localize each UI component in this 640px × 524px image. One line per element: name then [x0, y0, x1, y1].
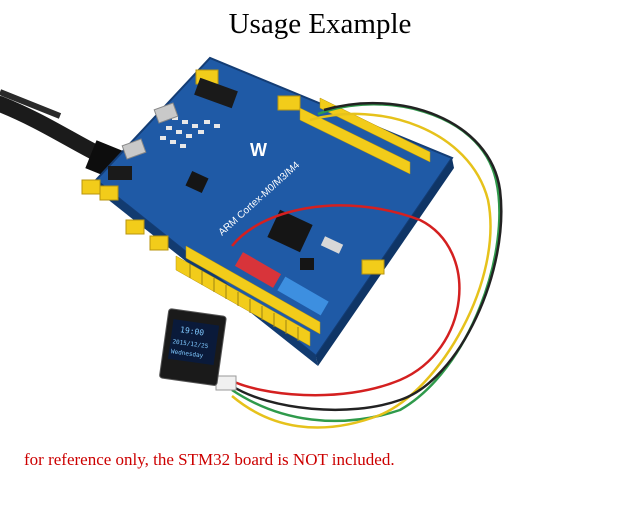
wire-red — [229, 204, 461, 397]
power-cable — [0, 96, 106, 162]
svg-text:Wednesday: Wednesday — [171, 348, 205, 360]
page-title: Usage Example — [228, 8, 412, 40]
usb-port — [121, 138, 147, 160]
wire-connector — [215, 375, 237, 391]
oled-module: 19:00 2015/12/25 Wednesday — [159, 308, 227, 386]
reference-note: for reference only, the STM32 board is N… — [24, 450, 395, 469]
brand-logo: W — [250, 140, 267, 160]
wire-black — [231, 101, 503, 412]
product-photo: ARM Cortex-M0/M3/M4 W 19:00 2015/12/25 W… — [0, 56, 503, 429]
header-bottom — [175, 245, 321, 347]
wire-yellow — [231, 112, 492, 429]
svg-text:19:00: 19:00 — [180, 325, 205, 337]
header-red — [234, 252, 282, 288]
header-blue — [277, 276, 329, 316]
mcu-chip — [267, 209, 313, 253]
usb-port — [153, 102, 179, 124]
